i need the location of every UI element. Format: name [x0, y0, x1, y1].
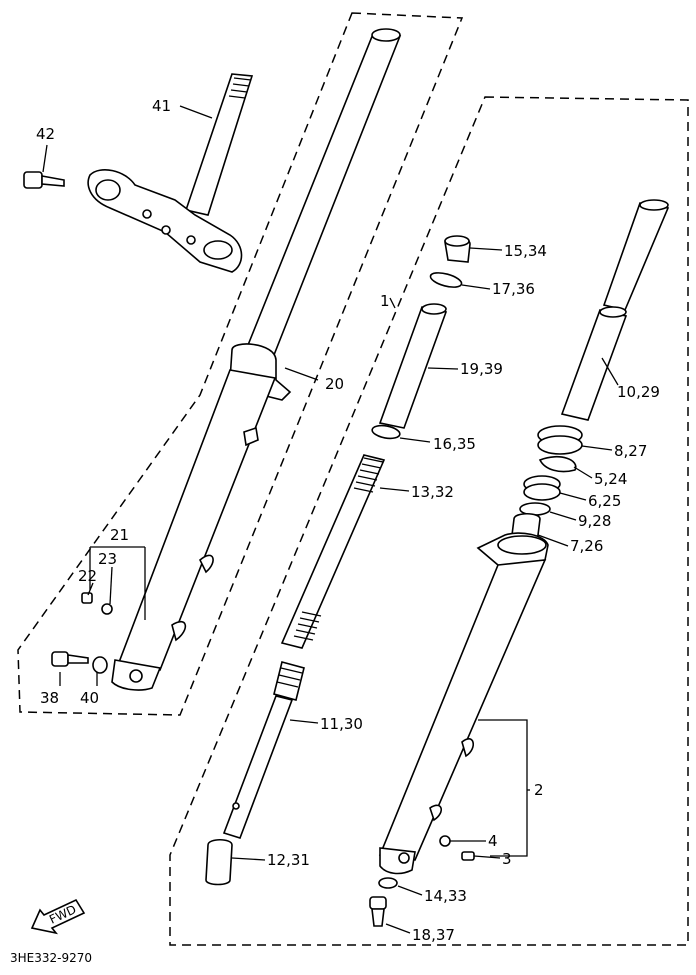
bolt-42: [23, 171, 65, 189]
washer-40: [92, 656, 108, 674]
callout-23: 23: [98, 550, 117, 568]
damper-seat-12-31: [205, 838, 233, 886]
washer-23: [101, 603, 113, 615]
right-group-boundary: [169, 96, 689, 946]
washer-14-33: [378, 877, 398, 889]
washer-4: [439, 835, 451, 847]
leader-lines: [42, 105, 619, 934]
callout-2: 2: [534, 781, 544, 799]
washer-16-35: [371, 424, 401, 440]
o-ring-17-36: [429, 272, 463, 288]
spacer-19-39: [378, 303, 448, 429]
callout-41: 41: [152, 97, 171, 115]
bolt-22: [81, 592, 93, 604]
callout-19-39: 19,39: [460, 360, 503, 378]
clip-5-24: [538, 455, 577, 473]
callout-21: 21: [110, 526, 129, 544]
spring-13-32: [280, 454, 386, 649]
callout-42: 42: [36, 125, 55, 143]
steering-stem: [87, 73, 254, 273]
callout-15-34: 15,34: [504, 242, 547, 260]
callout-20: 20: [325, 375, 344, 393]
callout-11-30: 11,30: [320, 715, 363, 733]
callout-14-33: 14,33: [424, 887, 467, 905]
part-code: 3HE332-9270: [10, 951, 92, 965]
callout-7-26: 7,26: [570, 537, 603, 555]
outer-tube-2: [378, 532, 549, 875]
callout-12-31: 12,31: [267, 851, 310, 869]
fwd-arrow: FWD: [30, 898, 86, 935]
callout-3: 3: [502, 850, 512, 868]
damper-rod-11-30: [222, 661, 305, 839]
callout-10-29: 10,29: [617, 383, 660, 401]
callout-4: 4: [488, 832, 498, 850]
callout-16-35: 16,35: [433, 435, 476, 453]
callout-1: 1: [380, 292, 390, 310]
callout-40: 40: [80, 689, 99, 707]
bolt-38: [51, 651, 89, 667]
left-fork: [111, 28, 402, 691]
callout-13-32: 13,32: [411, 483, 454, 501]
inner-tube-10-29: [560, 199, 670, 421]
callout-6-25: 6,25: [588, 492, 621, 510]
callout-9-28: 9,28: [578, 512, 611, 530]
bolt-18-37: [369, 896, 387, 927]
cap-bolt-15-34: [444, 235, 471, 263]
callout-18-37: 18,37: [412, 926, 455, 944]
left-group-boundary: [17, 12, 464, 716]
callout-5-24: 5,24: [594, 470, 627, 488]
callout-22: 22: [78, 567, 97, 585]
oil-seal-6-25: [523, 475, 561, 501]
callout-38: 38: [40, 689, 59, 707]
seal-8-27: [537, 425, 583, 455]
callout-8-27: 8,27: [614, 442, 647, 460]
screw-3: [461, 851, 475, 861]
callout-17-36: 17,36: [492, 280, 535, 298]
